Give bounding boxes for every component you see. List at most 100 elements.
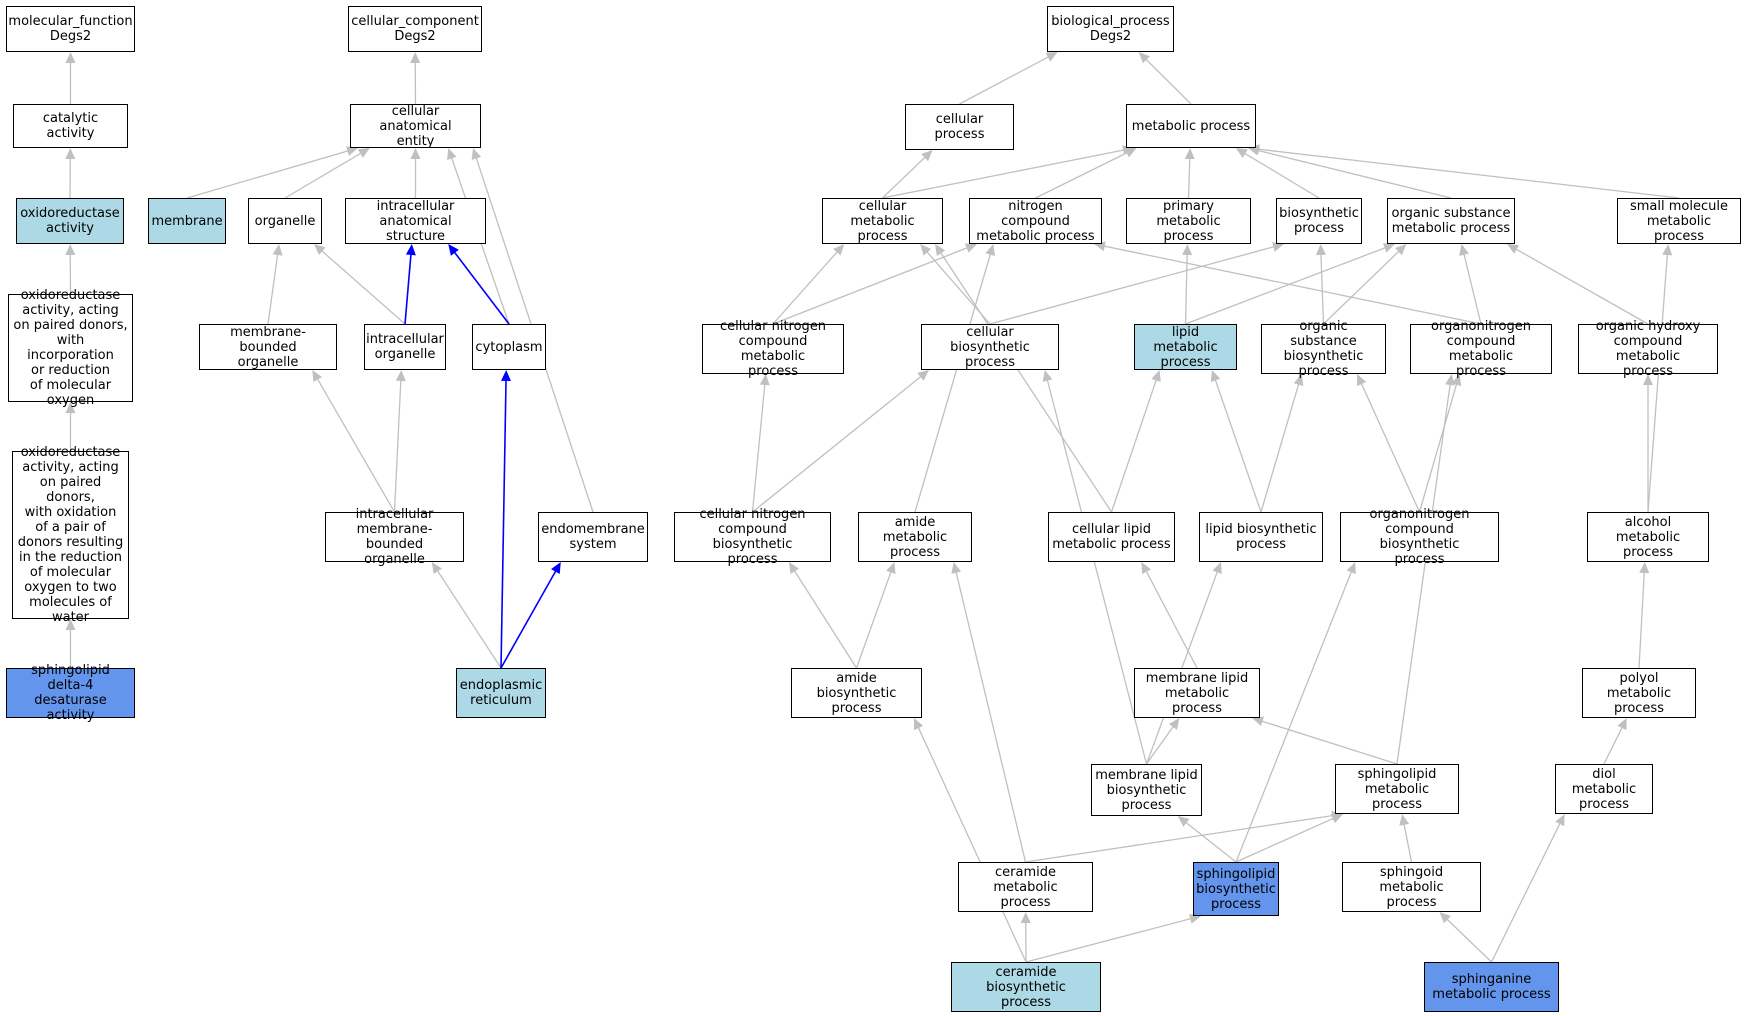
- go-term-node-sphmp[interactable]: sphinganine metabolic process: [1424, 962, 1559, 1012]
- edge-osbp-to-osmp: [1323, 244, 1407, 325]
- go-term-node-bp-root[interactable]: biological_process Degs2: [1047, 6, 1174, 52]
- edge-slmp-to-mlmp: [1252, 716, 1398, 765]
- edge-cellproc-to-bp-root: [959, 52, 1058, 105]
- go-term-node-oncmp[interactable]: organonitrogen compound metabolic proces…: [1410, 319, 1552, 379]
- edge-cbp-to-bsp: [989, 242, 1284, 325]
- edge-imbo-to-mbo: [312, 370, 396, 513]
- go-term-node-mf-root[interactable]: molecular_function Degs2: [6, 6, 135, 52]
- edge-osmp-to-metproc: [1248, 145, 1452, 199]
- go-term-node-er[interactable]: endoplasmic reticulum: [456, 668, 546, 718]
- go-term-node-osmp[interactable]: organic substance metabolic process: [1387, 198, 1515, 244]
- go-term-node-sphingo-desat[interactable]: sphingolipid delta-4 desaturase activity: [6, 663, 135, 723]
- go-term-node-osbp[interactable]: organic substance biosynthetic process: [1261, 319, 1386, 379]
- edge-mbo-to-organelle: [267, 244, 283, 325]
- edge-cncmp-to-cmp: [772, 244, 845, 325]
- edge-cae-to-cc-root: [410, 52, 421, 105]
- edge-bsp-to-metproc: [1235, 148, 1320, 199]
- edge-mlbp-to-mlmp: [1145, 718, 1180, 765]
- edge-oncbp-to-oncmp: [1418, 374, 1462, 513]
- go-term-node-cermp[interactable]: ceramide metabolic process: [958, 862, 1093, 912]
- edge-membrane-to-cae: [186, 146, 358, 199]
- go-term-node-diolmp[interactable]: diol metabolic process: [1555, 764, 1653, 814]
- edge-er-to-endomem: [500, 562, 561, 669]
- go-term-node-abp[interactable]: amide biosynthetic process: [791, 668, 922, 718]
- go-term-node-cncmp[interactable]: cellular nitrogen compound metabolic pro…: [702, 319, 844, 379]
- edge-sphingo-desat-to-oxido-water: [65, 619, 76, 668]
- go-term-node-ohcmp[interactable]: organic hydroxy compound metabolic proce…: [1578, 319, 1718, 379]
- go-term-node-mlmp[interactable]: membrane lipid metabolic process: [1134, 668, 1260, 718]
- go-term-node-polmp[interactable]: polyol metabolic process: [1582, 668, 1696, 718]
- go-term-node-cmp[interactable]: cellular metabolic process: [822, 198, 943, 244]
- go-term-node-organelle[interactable]: organelle: [248, 198, 322, 244]
- edge-mlbp-to-lbp: [1145, 562, 1222, 765]
- go-term-node-io[interactable]: intracellular organelle: [364, 324, 446, 370]
- edge-cerbp-to-cermp: [1020, 912, 1031, 963]
- go-term-node-endomem[interactable]: endomembrane system: [538, 512, 648, 562]
- go-term-node-cerbp[interactable]: ceramide biosynthetic process: [951, 962, 1101, 1012]
- edge-cytoplasm-to-ias: [448, 244, 510, 325]
- edge-pmp-to-metproc: [1184, 148, 1195, 199]
- go-term-node-cbp[interactable]: cellular biosynthetic process: [921, 324, 1059, 370]
- edge-io-to-organelle: [314, 244, 406, 325]
- go-term-node-cytoplasm[interactable]: cytoplasm: [472, 324, 546, 370]
- go-term-node-oxidoreductase[interactable]: oxidoreductase activity: [16, 198, 124, 244]
- go-term-node-sgmp[interactable]: sphingoid metabolic process: [1342, 862, 1481, 912]
- go-term-node-ncmp[interactable]: nitrogen compound metabolic process: [969, 198, 1102, 244]
- go-term-node-oxido-ox[interactable]: oxidoreductase activity, acting on paire…: [8, 288, 133, 408]
- edge-abp-to-cncbp: [788, 562, 858, 669]
- go-term-node-amp[interactable]: amide metabolic process: [858, 512, 972, 562]
- go-term-node-alcmp[interactable]: alcohol metabolic process: [1587, 512, 1709, 562]
- go-term-node-oxido-water[interactable]: oxidoreductase activity, acting on paire…: [12, 445, 129, 625]
- go-term-node-cae[interactable]: cellular anatomical entity: [350, 104, 481, 149]
- go-term-node-cc-root[interactable]: cellular_component Degs2: [348, 6, 482, 52]
- edge-lmp-to-osmp: [1185, 243, 1395, 325]
- go-term-node-oncbp[interactable]: organonitrogen compound biosynthetic pro…: [1340, 507, 1499, 567]
- go-term-node-lmp[interactable]: lipid metabolic process: [1134, 324, 1237, 370]
- edge-ohcmp-to-osmp: [1507, 244, 1649, 325]
- edge-ias-to-cae: [410, 148, 421, 198]
- edge-diolmp-to-polmp: [1603, 718, 1627, 765]
- go-term-node-cncbp[interactable]: cellular nitrogen compound biosynthetic …: [674, 507, 831, 567]
- go-term-node-mbo[interactable]: membrane-bounded organelle: [199, 324, 337, 370]
- go-term-node-clmp[interactable]: cellular lipid metabolic process: [1048, 512, 1175, 562]
- go-term-node-catalytic[interactable]: catalytic activity: [13, 104, 128, 148]
- edge-cmp-to-cellproc: [882, 150, 933, 199]
- edge-mlmp-to-clmp: [1141, 562, 1198, 669]
- edge-clmp-to-cmp: [935, 244, 1113, 513]
- go-term-node-lbp[interactable]: lipid biosynthetic process: [1199, 512, 1323, 562]
- go-term-node-slmp[interactable]: sphingolipid metabolic process: [1335, 764, 1459, 814]
- go-term-node-mlbp[interactable]: membrane lipid biosynthetic process: [1091, 764, 1202, 816]
- go-term-node-cellproc[interactable]: cellular process: [905, 104, 1014, 150]
- edge-sphmp-to-sgmp: [1439, 912, 1492, 963]
- edge-cncmp-to-ncmp: [772, 243, 977, 325]
- edge-cermp-to-amp: [951, 562, 1027, 863]
- edge-oncmp-to-ncmp: [1094, 241, 1482, 325]
- edge-cncbp-to-cbp: [752, 370, 929, 513]
- edge-metproc-to-bp-root: [1138, 52, 1192, 105]
- edge-cmp-to-metproc: [882, 145, 1134, 199]
- go-term-node-slbp[interactable]: sphingolipid biosynthetic process: [1193, 862, 1279, 916]
- edge-abp-to-amp: [855, 562, 896, 669]
- edge-osbp-to-bsp: [1315, 244, 1326, 325]
- go-term-node-pmp[interactable]: primary metabolic process: [1126, 198, 1251, 244]
- go-term-node-ias[interactable]: intracellular anatomical structure: [345, 198, 486, 244]
- edge-catalytic-to-mf-root: [65, 52, 76, 104]
- go-term-node-bsp[interactable]: biosynthetic process: [1276, 198, 1362, 244]
- edge-amp-to-ncmp: [914, 244, 996, 513]
- edge-smmp-to-metproc: [1248, 144, 1680, 199]
- edge-mlbp-to-cbp: [1042, 370, 1148, 765]
- go-term-node-membrane[interactable]: membrane: [148, 198, 226, 244]
- go-term-node-metproc[interactable]: metabolic process: [1126, 104, 1256, 148]
- edge-cerbp-to-slbp: [1025, 913, 1201, 963]
- go-term-node-smmp[interactable]: small molecule metabolic process: [1617, 198, 1741, 244]
- edge-oncmp-to-osmp: [1459, 244, 1482, 325]
- edge-oncbp-to-osbp: [1357, 374, 1421, 513]
- edge-cncbp-to-cncmp: [751, 374, 770, 513]
- edge-cerbp-to-abp: [914, 718, 1027, 963]
- edge-organelle-to-cae: [284, 148, 370, 199]
- edge-sphmp-to-diolmp: [1490, 814, 1565, 963]
- edge-lbp-to-osbp: [1260, 374, 1304, 513]
- go-term-node-imbo[interactable]: intracellular membrane-bounded organelle: [325, 507, 464, 567]
